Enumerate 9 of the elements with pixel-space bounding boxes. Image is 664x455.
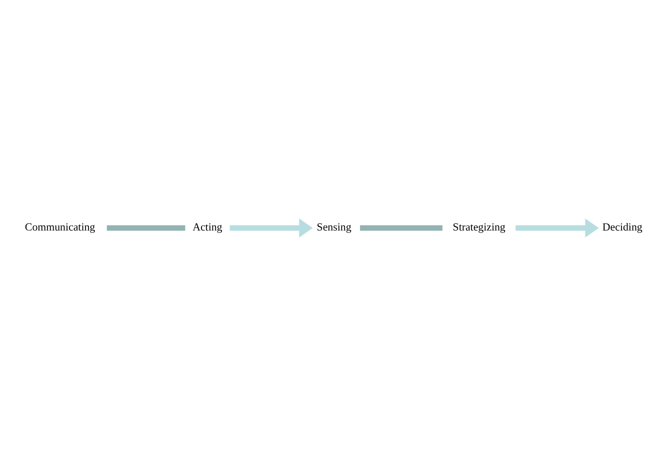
- arrow: [230, 218, 313, 238]
- connector: [106, 224, 186, 230]
- connector: [360, 224, 442, 230]
- node-text: Deciding: [602, 221, 642, 234]
- node-text: Communicating: [24, 221, 96, 234]
- arrow: [516, 218, 599, 238]
- node-text: Sensing: [316, 221, 352, 234]
- node-text: Acting: [192, 221, 222, 234]
- node-text: Strategizing: [452, 221, 506, 234]
